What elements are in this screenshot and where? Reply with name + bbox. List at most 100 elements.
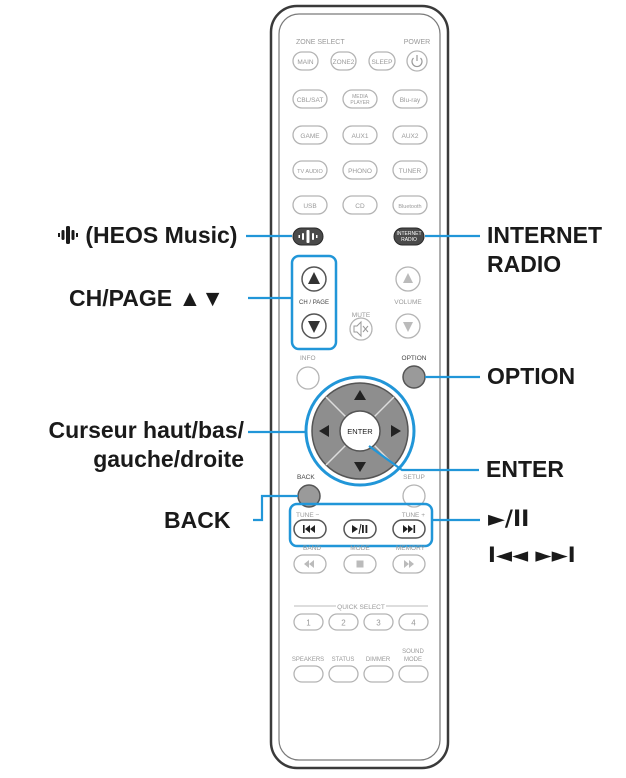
internet-callout-line1: INTERNET	[487, 222, 602, 248]
phono-label: PHONO	[348, 168, 372, 175]
dpad-left-icon[interactable]	[319, 425, 329, 437]
game-label: GAME	[300, 133, 320, 140]
zone2-button-label: ZONE2	[333, 59, 355, 66]
band-label: BAND	[303, 545, 321, 552]
mute-icon	[353, 320, 362, 338]
status-button[interactable]	[328, 665, 359, 683]
heos-callout-icon	[57, 223, 79, 244]
dimmer-label: DIMMER	[366, 657, 391, 663]
setup-label: SETUP	[403, 474, 425, 481]
option-remote-label: OPTION	[402, 355, 427, 362]
quick-select-1-button[interactable]	[293, 613, 324, 631]
quick-select-2-button[interactable]	[328, 613, 359, 631]
ch-down-arrow-icon	[308, 321, 320, 333]
volume-down-arrow-icon	[403, 322, 413, 332]
internet-label: INTERNET	[397, 231, 422, 237]
heos-music-callout: (HEOS Music)	[57, 221, 237, 250]
tuner-button[interactable]	[392, 160, 428, 180]
dpad-right-icon[interactable]	[391, 425, 401, 437]
back-callout: BACK	[164, 506, 230, 535]
info-label: INFO	[300, 355, 316, 362]
play-pause-callout-text: ►/II	[488, 507, 530, 532]
aux1-button[interactable]	[342, 125, 378, 145]
bluray-button[interactable]	[392, 89, 428, 109]
option-button[interactable]	[402, 365, 426, 389]
dpad-up-icon[interactable]	[354, 390, 366, 400]
media-label: MEDIA	[352, 94, 369, 100]
quick-select-4-label: 4	[411, 619, 416, 628]
cbl-sat-label: CBL/SAT	[297, 97, 324, 104]
heos-callout-text: (HEOS Music)	[85, 222, 238, 248]
dimmer-button[interactable]	[363, 665, 394, 683]
remote-body-inner	[278, 13, 441, 761]
tv-audio-label: TV AUDIO	[297, 169, 323, 175]
volume-label: VOLUME	[394, 299, 422, 306]
mute-x-icon	[362, 325, 369, 333]
sound-mode-button[interactable]	[398, 665, 429, 683]
aux1-label: AUX1	[352, 133, 369, 140]
cursor-callout-line2: gauche/droite	[93, 446, 244, 472]
back-leader	[253, 494, 298, 522]
quick-select-3-label: 3	[376, 619, 381, 628]
ch-page-highlight	[290, 254, 338, 351]
cursor-callout: Curseur haut/bas/ gauche/droite	[48, 416, 244, 474]
internet-callout-line2: RADIO	[487, 251, 562, 277]
bluray-label: Blu-ray	[400, 97, 421, 104]
transport-highlight	[288, 502, 434, 548]
memory-label: MEMORY	[396, 545, 426, 552]
usb-button[interactable]	[292, 195, 328, 215]
ch-page-callout: CH/PAGE ▲▼	[69, 284, 224, 313]
ch-page-callout-text: CH/PAGE ▲▼	[69, 285, 225, 311]
bluetooth-label: Bluetooth	[398, 204, 421, 210]
rewind-icon	[304, 560, 314, 568]
setup-button[interactable]	[402, 484, 426, 508]
quick-select-3-button[interactable]	[363, 613, 394, 631]
aux2-button[interactable]	[392, 125, 428, 145]
speakers-button[interactable]	[293, 665, 324, 683]
zone-select-label: ZONE SELECT	[296, 39, 345, 46]
enter-leader	[368, 445, 479, 472]
quick-select-1-label: 1	[306, 619, 311, 628]
sound-mode-label: MODE	[404, 657, 422, 663]
enter-callout: ENTER	[486, 455, 564, 484]
main-button-label: MAIN	[297, 59, 314, 66]
mute-label: MUTE	[352, 312, 371, 319]
option-callout: OPTION	[487, 362, 575, 391]
usb-label: USB	[303, 203, 316, 210]
sleep-button-label: SLEEP	[372, 59, 393, 66]
sleep-button[interactable]	[368, 51, 396, 71]
cd-button[interactable]	[342, 195, 378, 215]
tune-minus-label: TUNE −	[296, 512, 320, 519]
zone2-button[interactable]	[330, 51, 357, 71]
main-button[interactable]	[292, 51, 319, 71]
phono-button[interactable]	[342, 160, 378, 180]
power-label: POWER	[404, 39, 430, 46]
fast-forward-icon	[404, 560, 414, 568]
play-pause-callout: ►/II	[488, 505, 529, 534]
speakers-label: SPEAKERS	[292, 657, 324, 663]
callout-lines	[246, 234, 480, 522]
quick-select-4-button[interactable]	[398, 613, 429, 631]
dpad-down-icon[interactable]	[354, 462, 366, 472]
back-remote-label: BACK	[297, 474, 315, 481]
volume-up-arrow-icon	[403, 273, 413, 283]
cbl-sat-button[interactable]	[292, 89, 328, 109]
game-button[interactable]	[292, 125, 328, 145]
sound-label: SOUND	[402, 649, 424, 655]
info-button[interactable]	[296, 366, 320, 390]
tv-audio-button[interactable]	[292, 160, 328, 180]
radio-label: RADIO	[401, 237, 417, 243]
skip-forward-icon	[403, 525, 416, 533]
media-player-button[interactable]	[342, 89, 378, 109]
bluetooth-button[interactable]	[392, 195, 428, 215]
internet-radio-button[interactable]	[393, 227, 425, 246]
cursor-callout-line1: Curseur haut/bas/	[48, 417, 244, 443]
enter-button[interactable]	[339, 410, 381, 452]
quick-select-label: QUICK SELECT	[337, 604, 385, 611]
skip-back-icon	[303, 525, 315, 533]
status-label: STATUS	[332, 657, 355, 663]
tune-plus-label: TUNE +	[402, 512, 426, 519]
mode-label: MODE	[350, 545, 370, 552]
option-callout-text: OPTION	[487, 363, 576, 389]
power-icon	[411, 57, 423, 68]
